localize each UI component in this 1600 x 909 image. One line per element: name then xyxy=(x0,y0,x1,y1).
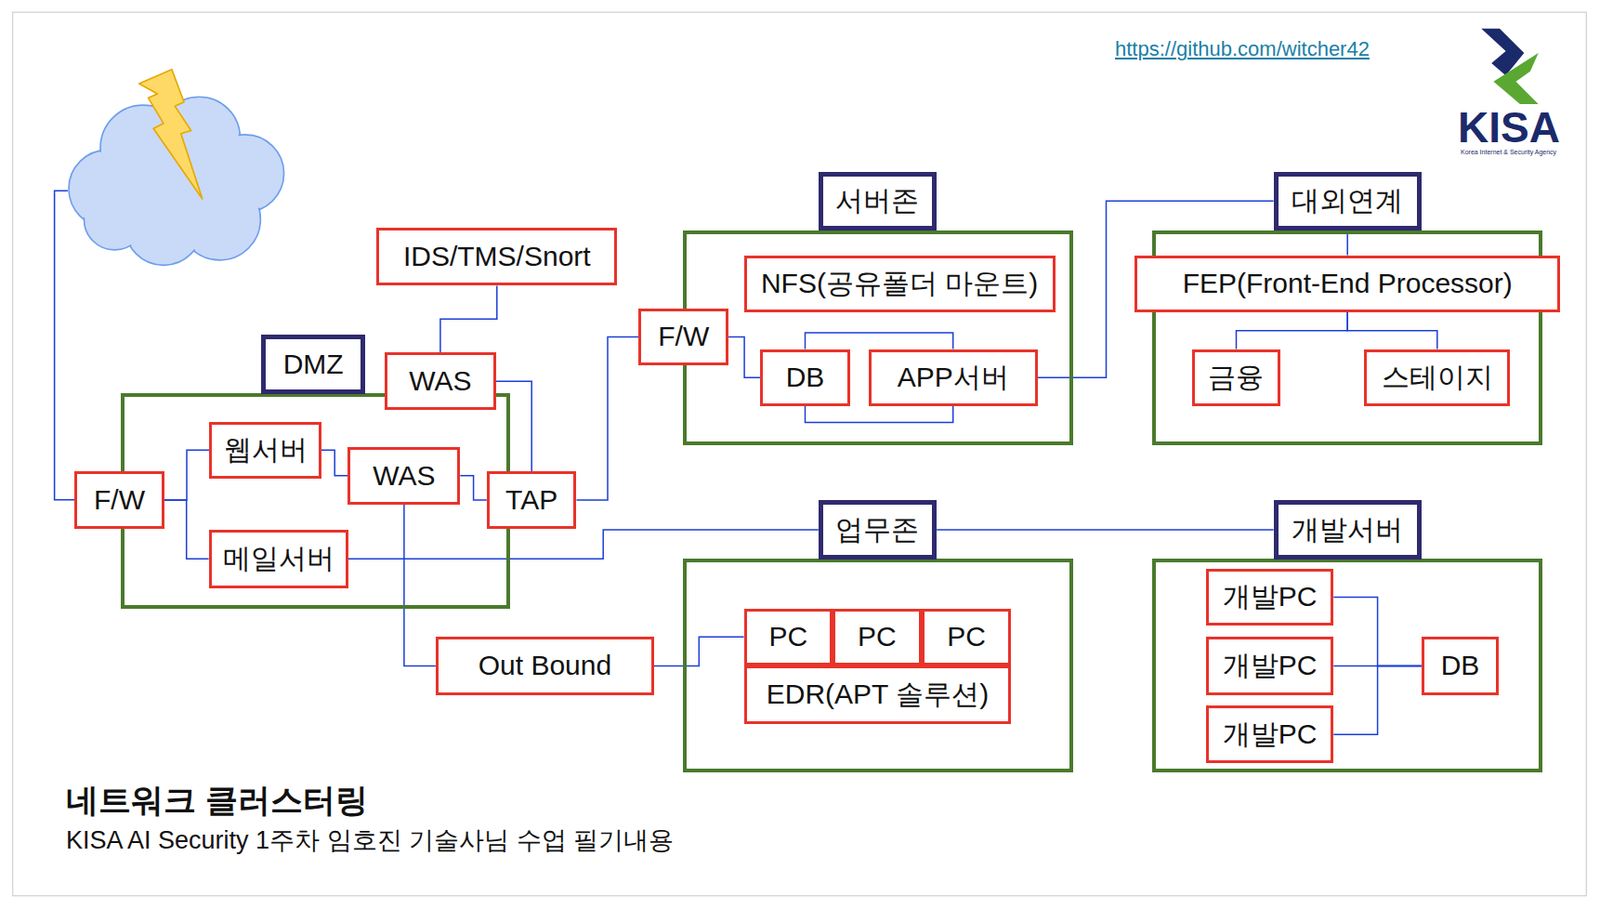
connector-line xyxy=(440,286,498,353)
connector-line xyxy=(164,499,210,559)
connector-line xyxy=(805,406,954,423)
box-label: DB xyxy=(786,361,826,394)
box-label: EDR(APT 솔루션) xyxy=(766,678,989,711)
component-box: NFS(공유폴더 마운트) xyxy=(744,255,1056,314)
component-box: Out Bound xyxy=(435,636,655,696)
component-box: IDS/TMS/Snort xyxy=(376,227,617,287)
box-label: TAP xyxy=(505,484,558,517)
lightning-bolt xyxy=(139,69,203,199)
connector-line xyxy=(1333,666,1422,735)
zone-heading: 업무존 xyxy=(818,499,937,560)
connector-line xyxy=(348,529,819,559)
component-box: APP서버 xyxy=(868,349,1038,407)
connector-line xyxy=(654,636,745,666)
slide-title: 네트워크 클러스터링 xyxy=(65,778,368,823)
zone-heading: 대외연계 xyxy=(1273,171,1422,232)
connector-line xyxy=(1236,312,1349,350)
zone-group: 서버존NFS(공유폴더 마운트)DBAPP서버 xyxy=(682,230,1075,446)
box-label: 개발PC xyxy=(1222,649,1318,682)
kisa-logo-icon xyxy=(1481,28,1538,105)
slide-frame xyxy=(13,12,1587,896)
box-label: 스테이지 xyxy=(1381,361,1494,394)
component-box: TAP xyxy=(486,471,578,529)
connector-line xyxy=(1347,312,1438,350)
component-box: 개발PC xyxy=(1206,568,1334,627)
box-label: Out Bound xyxy=(478,649,612,682)
zone-group: 대외연계FEP(Front-End Processor)금융스테이지 xyxy=(1152,230,1544,446)
box-label: DB xyxy=(1441,649,1481,682)
box-label: WAS xyxy=(372,459,435,493)
box-label: APP서버 xyxy=(897,361,1010,394)
component-box: WAS xyxy=(384,352,497,411)
box-label: IDS/TMS/Snort xyxy=(403,240,591,274)
component-box: 금융 xyxy=(1192,349,1282,407)
box-label: 메일서버 xyxy=(222,542,335,576)
logo-wordmark: KISA xyxy=(1457,105,1561,149)
connector-line xyxy=(321,449,349,476)
box-label: NFS(공유폴더 마운트) xyxy=(760,267,1038,301)
component-box: EDR(APT 솔루션) xyxy=(744,665,1012,724)
connector-line xyxy=(936,528,1273,531)
connector-line xyxy=(1333,596,1422,666)
source-url: https://github.com/witcher42 xyxy=(1114,37,1370,62)
component-box: 웹서버 xyxy=(209,421,322,480)
zone-heading: DMZ xyxy=(261,334,366,394)
logo-subtitle: Korea Internet & Security Agency xyxy=(1460,148,1557,156)
box-label: F/W xyxy=(657,320,709,354)
component-box: 개발PC xyxy=(1206,636,1334,696)
box-label: PC xyxy=(769,620,809,654)
component-box: WAS xyxy=(347,446,460,505)
box-label: 금융 xyxy=(1207,361,1264,394)
zone-group: 개발서버개발PC개발PC개발PCDB xyxy=(1152,558,1544,774)
box-label: PC xyxy=(857,620,897,654)
component-box: PC xyxy=(744,608,834,667)
zone-heading: 개발서버 xyxy=(1273,499,1422,560)
box-label: 서버존 xyxy=(835,184,919,218)
component-box: FEP(Front-End Processor) xyxy=(1134,255,1561,314)
connector-line xyxy=(805,332,954,350)
component-box: 개발PC xyxy=(1206,705,1334,764)
box-label: 대외연계 xyxy=(1291,184,1404,218)
component-box: DB xyxy=(760,349,851,407)
slide-caption: KISA AI Security 1주차 임호진 기술사님 수업 필기내용 xyxy=(65,823,674,857)
box-label: DMZ xyxy=(283,348,344,381)
wire xyxy=(54,190,76,500)
component-box: PC xyxy=(921,608,1012,667)
component-box: F/W xyxy=(638,308,729,367)
component-box: 스테이지 xyxy=(1363,349,1510,407)
box-label: 개발서버 xyxy=(1291,513,1404,547)
component-box: PC xyxy=(832,608,922,667)
box-label: PC xyxy=(946,620,986,654)
box-label: 웹서버 xyxy=(223,433,308,467)
component-box: 메일서버 xyxy=(209,529,349,589)
zone-group: 업무존PCPCPCEDR(APT 솔루션) xyxy=(682,558,1075,774)
component-box: DB xyxy=(1421,636,1499,696)
component-box: F/W xyxy=(74,471,165,529)
connector-line xyxy=(404,504,436,667)
box-label: 개발PC xyxy=(1222,580,1318,614)
connector-line xyxy=(728,336,761,378)
connector-line xyxy=(164,449,210,500)
connector-line xyxy=(577,336,640,500)
box-label: 업무존 xyxy=(835,513,919,547)
box-label: 개발PC xyxy=(1222,718,1318,751)
box-label: FEP(Front-End Processor) xyxy=(1182,267,1513,301)
connector-line xyxy=(459,475,487,500)
box-label: WAS xyxy=(408,365,472,398)
zone-heading: 서버존 xyxy=(818,171,937,232)
box-label: F/W xyxy=(93,484,145,517)
zone-group: DMZ웹서버WAS메일서버 xyxy=(120,393,512,609)
